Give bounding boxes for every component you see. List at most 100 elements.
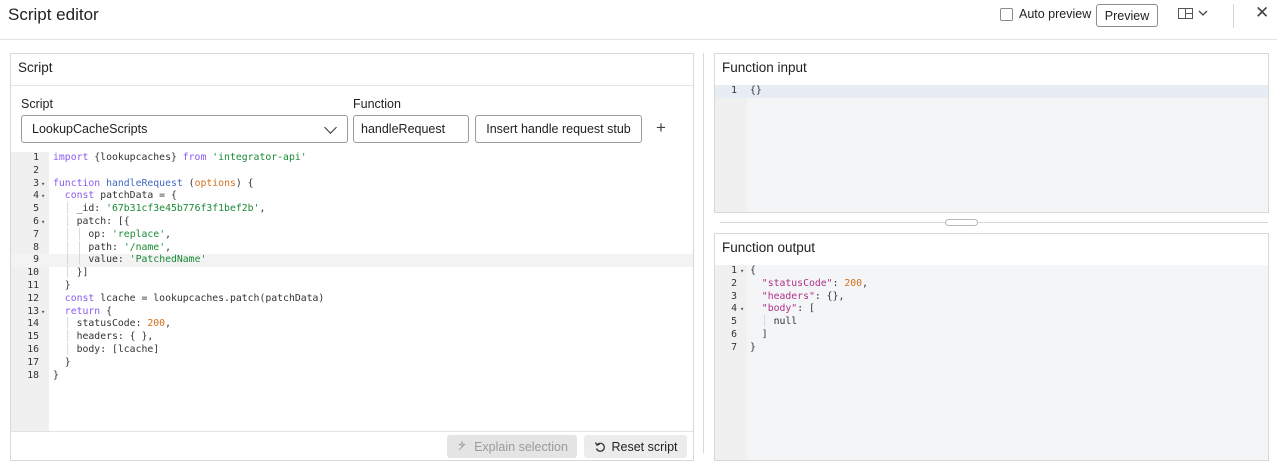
- line-text: │ }]: [64, 267, 89, 279]
- code-line: 6▾ │ patch: [{: [11, 216, 693, 229]
- code-line: 4▾ "body": [: [715, 303, 1268, 316]
- script-panel-title: Script: [11, 54, 693, 86]
- code-line: 9 │ │ value: 'PatchedName': [11, 254, 693, 268]
- line-number: 7: [731, 341, 737, 353]
- code-line: 5 │ null: [715, 316, 1268, 329]
- line-number: 2: [33, 164, 39, 176]
- function-input[interactable]: handleRequest: [353, 115, 469, 143]
- fold-toggle-icon[interactable]: ▾: [41, 307, 46, 316]
- function-input-editor[interactable]: 1{}: [715, 85, 1268, 212]
- code-line: 2 "statusCode": 200,: [715, 278, 1268, 291]
- line-text: {: [750, 265, 756, 276]
- line-number: 17: [27, 356, 39, 368]
- code-line: 12 const lcache = lookupcaches.patch(pat…: [11, 293, 693, 306]
- insert-stub-button[interactable]: Insert handle request stub: [475, 115, 642, 143]
- code-line: 17 }: [11, 357, 693, 370]
- line-text: │ statusCode: 200,: [64, 318, 171, 330]
- add-icon[interactable]: +: [656, 118, 666, 137]
- auto-preview-toggle[interactable]: Auto preview: [1000, 7, 1091, 21]
- line-number: 11: [27, 279, 39, 291]
- auto-preview-checkbox[interactable]: [1000, 7, 1013, 21]
- line-number: 3: [33, 177, 39, 189]
- output-lines: 1▾{2 "statusCode": 200,3 "headers": {},4…: [715, 265, 1268, 355]
- chevron-down-icon: [1198, 10, 1208, 16]
- code-line: 14 │ statusCode: 200,: [11, 318, 693, 331]
- line-text: │ _id: '67b31cf3e45b776f3f1bef2b',: [64, 203, 266, 215]
- function-field-label: Function: [353, 97, 401, 111]
- line-text: "body": [: [761, 303, 815, 315]
- close-icon[interactable]: ✕: [1255, 3, 1270, 22]
- line-number: 6: [731, 328, 737, 340]
- line-number: 5: [731, 316, 737, 328]
- preview-button[interactable]: Preview: [1096, 4, 1158, 27]
- output-gutter: [715, 265, 747, 460]
- function-output-panel: Function output 1▾{2 "statusCode": 200,3…: [714, 233, 1269, 461]
- script-panel: Script Script Function LookupCacheScript…: [10, 53, 694, 461]
- script-select[interactable]: LookupCacheScripts: [21, 115, 348, 143]
- function-output-editor[interactable]: 1▾{2 "statusCode": 200,3 "headers": {},4…: [715, 265, 1268, 460]
- line-text: const lcache = lookupcaches.patch(patchD…: [64, 292, 325, 304]
- code-gutter: [11, 152, 49, 431]
- code-line: 1 import {lookupcaches} from 'integrator-…: [11, 152, 693, 165]
- code-editor[interactable]: 1 import {lookupcaches} from 'integrator-…: [11, 152, 693, 431]
- line-text: import {lookupcaches} from 'integrator-a…: [53, 152, 307, 163]
- code-line: 7}: [715, 342, 1268, 355]
- output-editor-bg: [747, 265, 1268, 460]
- line-number: 9: [33, 254, 39, 266]
- code-line: 6 ]: [715, 329, 1268, 342]
- line-text: function handleRequest (options) {: [53, 177, 254, 189]
- line-number: 14: [27, 318, 39, 330]
- line-text: {}: [750, 85, 762, 96]
- line-text: }: [53, 279, 71, 291]
- line-text: │ patch: [{: [64, 215, 130, 227]
- code-line: 1▾ {: [715, 265, 1268, 278]
- code-line: 3▾ function handleRequest (options) {: [11, 178, 693, 191]
- fold-toggle-icon[interactable]: ▾: [740, 305, 745, 314]
- header-divider: [1233, 4, 1234, 28]
- input-lines: 1{}: [715, 85, 1268, 98]
- fold-toggle-icon[interactable]: ▾: [41, 217, 46, 226]
- line-number: 13: [27, 305, 39, 317]
- fold-toggle-icon[interactable]: ▾: [41, 192, 46, 201]
- panel-divider[interactable]: [703, 53, 704, 453]
- layout-panel-icon: [1178, 8, 1193, 19]
- auto-preview-label: Auto preview: [1019, 7, 1092, 21]
- line-number: 18: [27, 369, 39, 381]
- line-number: 15: [27, 331, 39, 343]
- header-bar: Script editor Auto preview Preview ✕: [0, 0, 1277, 40]
- line-number: 3: [731, 290, 737, 302]
- line-text: "headers": {},: [761, 290, 845, 302]
- code-line: 10 │ }]: [11, 267, 693, 280]
- code-lines: 1 import {lookupcaches} from 'integrator-…: [11, 152, 693, 382]
- splitter-handle[interactable]: [945, 219, 978, 226]
- function-input-title: Function input: [715, 54, 1268, 86]
- line-number: 1: [731, 265, 737, 276]
- line-text: │ null: [761, 316, 798, 328]
- line-text: }: [53, 369, 59, 381]
- layout-toggle-button[interactable]: [1178, 8, 1208, 19]
- explain-selection-label: Explain selection: [474, 439, 568, 454]
- fold-toggle-icon[interactable]: ▾: [740, 267, 745, 275]
- sparkle-icon: [458, 440, 466, 450]
- script-field-label: Script: [21, 97, 53, 111]
- line-text: return {: [64, 305, 112, 317]
- line-number: 10: [27, 267, 39, 279]
- line-number: 1: [33, 152, 39, 163]
- line-text: }: [750, 341, 756, 353]
- code-line: 13▾ return {: [11, 306, 693, 319]
- explain-selection-button[interactable]: Explain selection: [447, 435, 577, 458]
- line-number: 7: [33, 228, 39, 240]
- line-number: 5: [33, 203, 39, 215]
- line-number: 4: [33, 190, 39, 202]
- reset-script-button[interactable]: Reset script: [584, 435, 687, 458]
- line-number: 12: [27, 292, 39, 304]
- line-text: │ headers: { },: [64, 331, 154, 343]
- line-number: 16: [27, 343, 39, 355]
- code-line: 5 │ _id: '67b31cf3e45b776f3f1bef2b',: [11, 203, 693, 216]
- code-line: 2: [11, 165, 693, 178]
- line-number: 8: [33, 241, 39, 253]
- line-text: }: [53, 356, 71, 368]
- code-line: 1{}: [715, 85, 1268, 98]
- line-text: │ body: [lcache]: [64, 343, 160, 355]
- fold-toggle-icon[interactable]: ▾: [41, 179, 46, 188]
